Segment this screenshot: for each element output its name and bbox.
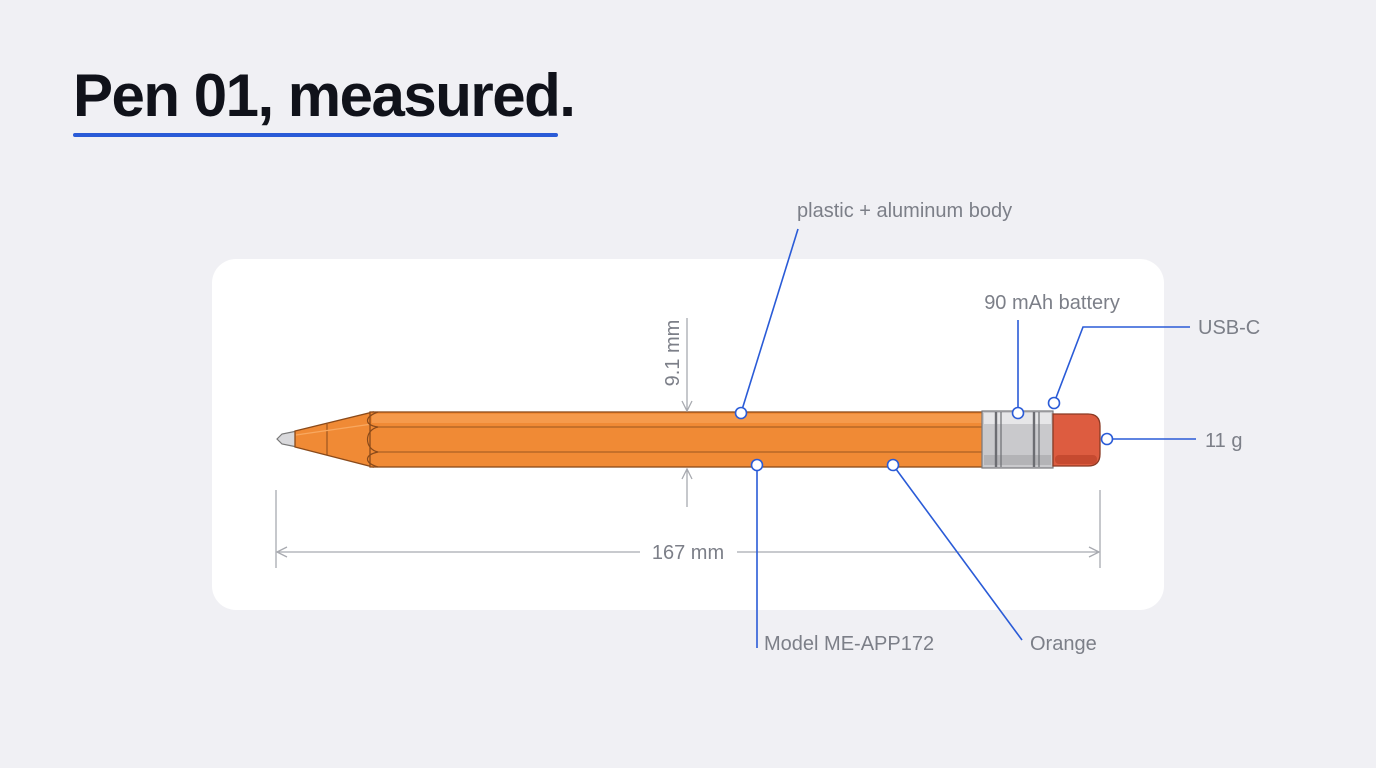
length-dimension: 167 mm <box>275 490 1101 568</box>
callout-battery: 90 mAh battery <box>984 292 1120 420</box>
callout-label: USB-C <box>1198 317 1260 339</box>
callout-dot <box>734 406 748 420</box>
pen-cap <box>1052 413 1101 467</box>
callout-model: Model ME-APP172 <box>750 458 934 655</box>
diameter-dimension: 9.1 mm <box>662 318 687 507</box>
pen-cone <box>294 411 374 468</box>
callout-dot <box>886 458 900 472</box>
page-title: Pen 01, measured. <box>73 62 576 129</box>
callout-port: USB-C <box>1047 317 1260 410</box>
leader-line <box>892 464 1023 641</box>
diameter-label: 9.1 mm <box>662 320 684 387</box>
callout-label: plastic + aluminum body <box>797 200 1012 222</box>
callout-label: 90 mAh battery <box>984 292 1120 314</box>
callout-dot <box>1100 432 1114 446</box>
title-underline <box>73 133 558 137</box>
length-label: 167 mm <box>652 542 724 564</box>
callout-label: 11 g <box>1205 430 1242 452</box>
callout-dot <box>750 458 764 472</box>
callout-color: Orange <box>886 458 1097 655</box>
callout-body-material: plastic + aluminum body <box>734 200 1012 420</box>
leader-line <box>1053 326 1190 404</box>
callout-weight: 11 g <box>1100 430 1242 452</box>
callout-label: Model ME-APP172 <box>764 633 934 655</box>
callout-dot <box>1047 396 1061 410</box>
pen-illustration <box>276 410 1101 469</box>
callout-label: Orange <box>1030 633 1097 655</box>
pen-tip <box>276 430 298 448</box>
leader-line <box>740 228 799 414</box>
callout-dot <box>1011 406 1025 420</box>
